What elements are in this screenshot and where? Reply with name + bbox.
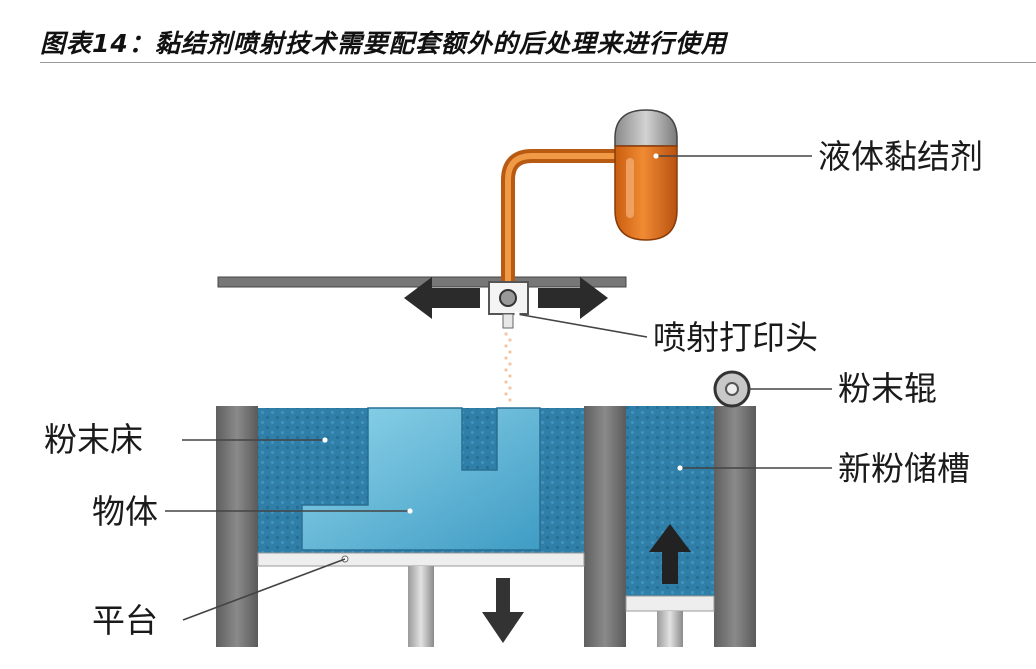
- feed-platform: [625, 595, 715, 612]
- build-platform: [257, 552, 585, 567]
- left-outer-wall: [216, 406, 258, 647]
- title-divider: [40, 62, 1036, 63]
- label-powder-roller: 粉末辊: [838, 369, 937, 408]
- binder-reservoir-cap: [614, 109, 678, 147]
- leader-dots: [322, 153, 683, 514]
- label-powder-bed: 粉末床: [44, 420, 143, 459]
- label-liquid-binder: 液体黏结剂: [818, 137, 983, 176]
- powder-roller-axle: [725, 382, 739, 396]
- move-left-arrow: [404, 277, 480, 319]
- binder-reservoir: [614, 145, 678, 241]
- label-object: 物体: [92, 492, 158, 531]
- leader-lines: [165, 155, 832, 621]
- printed-object: [301, 407, 541, 551]
- platform-down-arrow: [482, 578, 524, 643]
- figure-title: 图表14：黏结剂喷射技术需要配套额外的后处理来进行使用: [40, 29, 727, 58]
- binder-feed-pipe: [501, 149, 627, 297]
- move-right-arrow: [538, 277, 608, 319]
- right-outer-wall: [714, 406, 756, 647]
- label-new-powder-tank: 新粉储槽: [838, 449, 970, 488]
- middle-wall: [584, 406, 626, 647]
- feed-piston-rod: [657, 611, 683, 647]
- label-platform: 平台: [92, 601, 158, 640]
- print-head-orifice: [499, 289, 517, 307]
- build-piston-rod: [408, 566, 434, 647]
- print-nozzle: [502, 313, 514, 329]
- binder-droplet-stream: [504, 332, 512, 402]
- label-print-head: 喷射打印头: [653, 318, 818, 357]
- feed-up-arrow: [649, 524, 691, 584]
